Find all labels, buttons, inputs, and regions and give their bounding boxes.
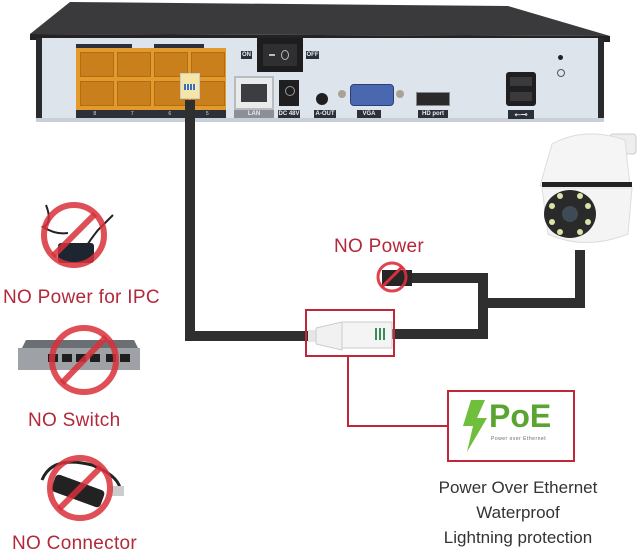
callout-leader-line xyxy=(347,356,447,427)
rj45-plug xyxy=(180,73,200,99)
feature-list: Power Over Ethernet Waterproof Lightning… xyxy=(420,475,616,550)
no-connector-label: NO Connector xyxy=(12,533,138,554)
vga-port[interactable] xyxy=(338,84,404,106)
ethernet-cable xyxy=(185,100,308,341)
audio-out-jack[interactable] xyxy=(316,93,328,105)
dc-label: DC 48V xyxy=(278,110,300,118)
poe-port[interactable] xyxy=(80,81,114,106)
port-number: 5 xyxy=(205,111,209,117)
no-switch-label: NO Switch xyxy=(28,410,121,431)
power-switch[interactable] xyxy=(257,38,303,72)
poe-port[interactable] xyxy=(80,52,114,77)
poe-port[interactable] xyxy=(117,81,151,106)
lan-label: LAN xyxy=(234,110,274,118)
poe-subtitle: Power over Ethernet xyxy=(491,436,547,442)
feature-item: Power Over Ethernet xyxy=(438,478,598,497)
no-power-for-ipc-label: NO Power for IPC xyxy=(3,287,160,308)
poe-port-block: 8 7 6 5 xyxy=(76,44,226,118)
feature-item: Lightning protection xyxy=(443,528,593,547)
hdmi-label: HD port xyxy=(418,110,448,118)
lan-port[interactable] xyxy=(234,76,274,110)
usb-icon: ⭠⊸ xyxy=(514,109,528,119)
switch-on-label: ON xyxy=(241,51,252,59)
no-power-adapter-icon xyxy=(28,195,118,275)
feature-item: Waterproof xyxy=(476,503,560,522)
ip-camera xyxy=(530,126,640,256)
usb-label: ⭠⊸ xyxy=(508,110,534,119)
poe-title: PoE xyxy=(489,398,552,434)
status-led xyxy=(558,55,563,60)
waterproof-rj45-connector xyxy=(308,321,393,351)
dc-power-port[interactable] xyxy=(279,80,299,106)
poe-badge: PoE Power over Ethernet xyxy=(447,390,575,462)
port-number: 6 xyxy=(168,111,172,117)
port-number: 8 xyxy=(93,111,97,117)
connector-callout-box xyxy=(305,309,395,357)
reset-button[interactable] xyxy=(557,69,565,77)
no-connector-icon xyxy=(32,450,132,530)
poe-port[interactable] xyxy=(117,52,151,77)
poe-port[interactable] xyxy=(154,52,188,77)
hdmi-port[interactable] xyxy=(416,92,450,106)
port-number: 7 xyxy=(130,111,134,117)
no-switch-icon xyxy=(14,322,144,402)
audio-out-label: A-OUT xyxy=(314,110,336,118)
vga-label: VGA xyxy=(357,110,381,118)
usb-port[interactable] xyxy=(506,72,536,106)
no-power-label: NO Power xyxy=(334,236,425,257)
no-power-prohibition-icon xyxy=(376,261,408,293)
switch-off-label: OFF xyxy=(306,51,319,59)
poe-port[interactable] xyxy=(191,52,225,77)
lightning-bolt-icon xyxy=(463,400,487,452)
power-cable xyxy=(410,273,488,306)
